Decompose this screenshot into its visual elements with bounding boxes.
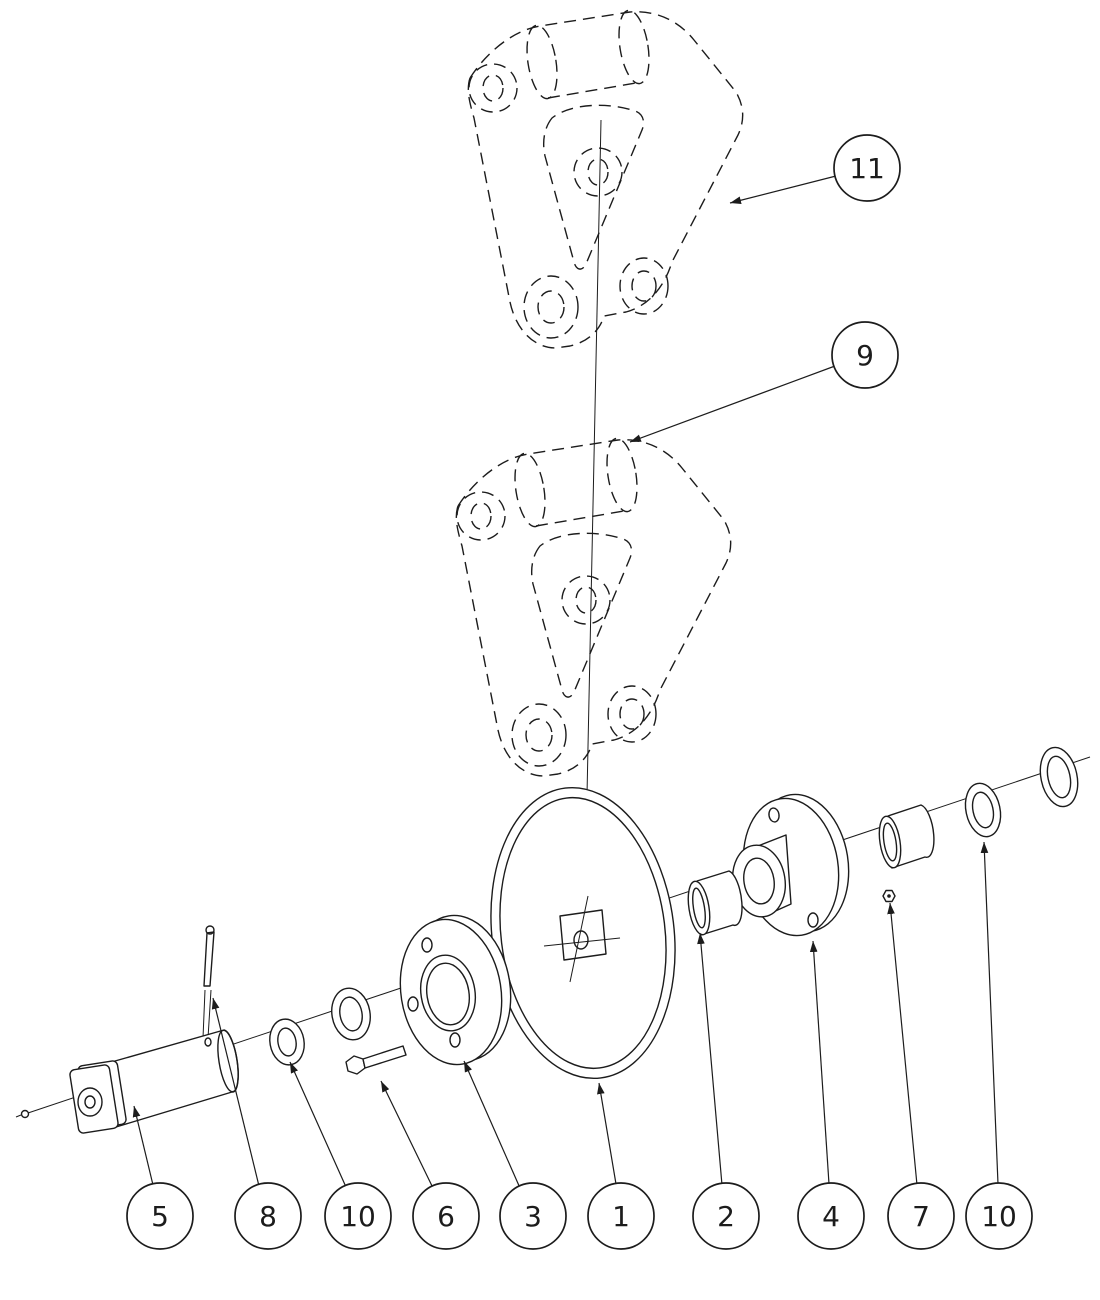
balloon-part-2: 2 [692,1182,760,1250]
balloon-part-1: 1 [587,1182,655,1250]
balloon-circle [126,1182,194,1250]
balloon-label: 2 [717,1200,735,1233]
balloon-label: 11 [849,152,885,185]
leader-7 [887,902,918,1186]
balloon-circle [234,1182,302,1250]
balloon-label: 7 [912,1200,930,1233]
leader-lines [132,175,999,1189]
leader-3 [463,1060,521,1189]
part-bolt [345,1045,407,1075]
leader-10-left [289,1061,347,1188]
balloon-circle [324,1182,392,1250]
part-flange [399,914,512,1066]
leader-2 [697,932,723,1186]
balloon-circle [412,1182,480,1250]
balloon-label: 8 [259,1200,277,1233]
bolt-shank [362,1045,407,1069]
leader-8 [211,997,260,1187]
part-bushing-left [687,870,743,936]
leader-10-right [980,841,999,1185]
balloon-circle [499,1182,567,1250]
disc-center-hole [573,930,589,950]
balloon-circle [833,134,901,202]
part-cotter-pin [202,925,215,1039]
balloons: 11 9 5 8 10 6 3 1 [126,134,1033,1250]
leader-1 [597,1082,617,1185]
part-retainer-ring [1039,746,1079,808]
balloon-circle [831,321,899,389]
leader-9 [629,365,836,443]
disc-outer-edge [490,786,676,1080]
part-axle-pin [69,1029,239,1134]
balloon-part-9: 9 [831,321,899,389]
part-disc [490,786,676,1080]
bolt-head [345,1055,366,1075]
balloon-part-7: 7 [887,1182,955,1250]
balloon-circle [887,1182,955,1250]
balloon-part-10-right: 10 [965,1182,1033,1250]
balloon-part-10-left: 10 [324,1182,392,1250]
balloon-circle [587,1182,655,1250]
part-grease-fitting [882,889,896,903]
balloon-label: 6 [437,1200,455,1233]
part-washer-left [269,1018,305,1066]
leader-11 [729,175,837,205]
part-hub [732,793,850,937]
balloon-label: 3 [524,1200,542,1233]
balloon-circle [692,1182,760,1250]
balloon-label: 1 [612,1200,630,1233]
part-small-fitting [15,1109,30,1119]
pin-body [107,1029,239,1128]
balloon-label: 10 [981,1200,1017,1233]
leader-5 [132,1105,154,1186]
disc-rim [499,796,667,1070]
balloon-circle [965,1182,1033,1250]
part-washer-right [964,782,1002,838]
balloon-part-8: 8 [234,1182,302,1250]
balloon-part-3: 3 [499,1182,567,1250]
leader-4 [809,940,830,1185]
bracket-axis-line [586,119,602,796]
balloon-part-4: 4 [797,1182,865,1250]
part-washer-mid [331,987,371,1041]
balloon-part-6: 6 [412,1182,480,1250]
pin-cotter-hole [204,1037,212,1047]
balloon-label: 10 [340,1200,376,1233]
disc-center-plate [559,909,607,961]
leader-6 [380,1080,434,1189]
balloon-label: 4 [822,1200,840,1233]
balloon-part-5: 5 [126,1182,194,1250]
balloon-label: 5 [151,1200,169,1233]
balloon-label: 9 [856,339,874,372]
balloon-circle [797,1182,865,1250]
balloon-part-11: 11 [833,134,901,202]
part-bracket-upper [467,7,744,349]
part-bushing-right [878,804,935,869]
